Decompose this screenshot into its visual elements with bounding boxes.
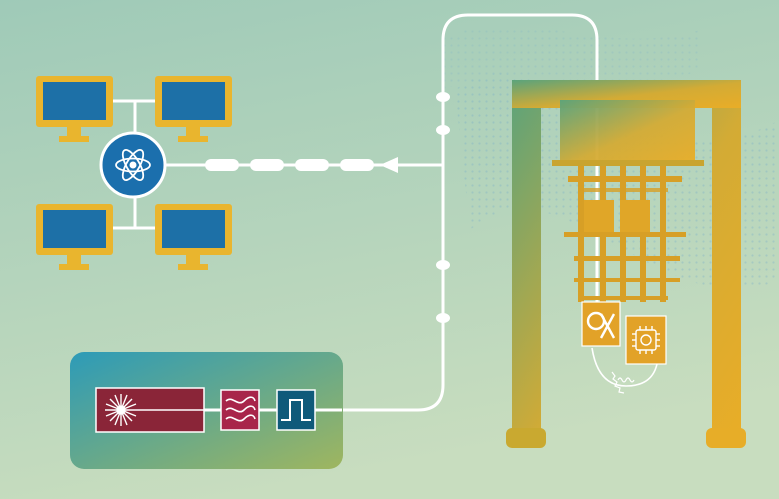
filter-module: [220, 389, 260, 431]
atom-icon: [115, 149, 151, 181]
square-pulse-icon: [281, 399, 311, 421]
fiber-marker: [436, 125, 450, 135]
processor-chip-icon: [632, 326, 660, 354]
photon-packet: [205, 159, 239, 171]
cryostat: [506, 80, 746, 448]
computer-monitor-4: [155, 204, 232, 270]
processor-module: [625, 315, 667, 365]
laser-source-panel: [70, 352, 343, 469]
microwave-signal-icon: [591, 347, 658, 394]
cryostat-top-plate: [560, 100, 695, 162]
fiber-marker: [436, 260, 450, 270]
fiber-markers: [436, 92, 450, 323]
fiber-marker: [436, 92, 450, 102]
laser-module: [95, 387, 205, 433]
computer-monitor-2: [155, 76, 232, 142]
fiber-marker: [436, 313, 450, 323]
pulse-module: [276, 389, 316, 431]
cryostat-foot-left: [506, 428, 546, 448]
cryostat-foot-right: [706, 428, 746, 448]
network-hub: [99, 131, 167, 199]
transducer-icon: [586, 311, 616, 339]
cryostat-frame: [512, 80, 741, 445]
photon-link: [165, 157, 443, 173]
transducer-module: [581, 301, 621, 347]
arrow-left-icon: [380, 157, 398, 173]
classical-network: [36, 76, 232, 270]
photon-packet: [340, 159, 374, 171]
optical-fiber: [342, 13, 599, 412]
photon-packet: [295, 159, 329, 171]
laser-burst-icon: [105, 394, 137, 426]
cryostat-stages: [564, 166, 686, 302]
wave-filter-icon: [225, 396, 256, 422]
computer-monitor-1: [36, 76, 113, 142]
photon-packet: [250, 159, 284, 171]
computer-monitor-3: [36, 204, 113, 270]
